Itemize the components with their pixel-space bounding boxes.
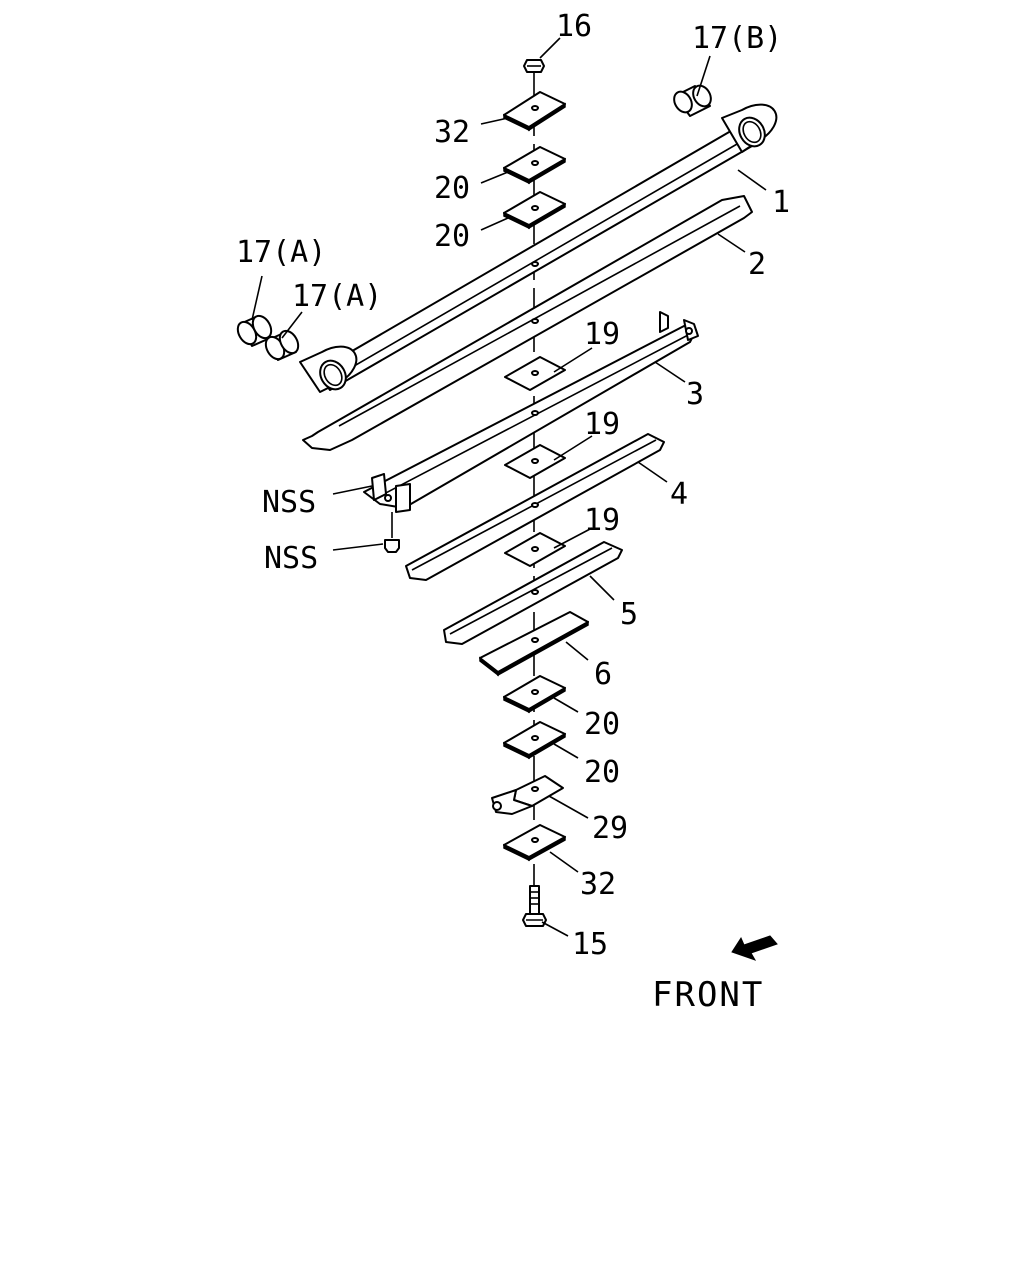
label-17a-2: 17(A) [292,279,382,314]
label-15: 15 [572,927,608,962]
label-nss-2: NSS [264,541,318,576]
leaf-5 [443,541,623,645]
pad-19-c [504,532,566,567]
label-17a-1: 17(A) [236,235,326,270]
label-32-bottom: 32 [580,867,616,902]
leaf-6 [479,611,589,677]
label-20-top-b: 20 [434,219,470,254]
main-leaf-1 [299,103,778,393]
bushing-17a-1 [236,314,273,347]
spacer-20-bottom-a [503,675,566,714]
spacer-20-bottom-b [503,721,566,760]
bushing-17a-2 [264,329,300,361]
label-20-bottom-b: 20 [584,755,620,790]
label-20-top-a: 20 [434,171,470,206]
label-1: 1 [772,185,790,220]
pad-19-b [504,444,566,479]
bolt-15 [522,885,547,927]
bracket-29 [491,775,564,815]
label-19-b: 19 [584,407,620,442]
label-nss-1: NSS [262,485,316,520]
label-3: 3 [686,377,704,412]
eye-left [299,345,358,393]
label-front: FRONT [652,975,764,1015]
pad-19-a [504,356,566,391]
spacer-20-top-b [503,191,566,230]
eye-right [721,103,778,153]
label-32-top: 32 [434,115,470,150]
label-6: 6 [594,657,612,692]
arrow-down-left-icon [731,935,778,961]
nss-bolt [384,512,400,553]
label-16: 16 [556,9,592,44]
plate-32-top [503,91,566,132]
label-4: 4 [670,477,688,512]
label-29: 29 [592,811,628,846]
label-5: 5 [620,597,638,632]
leader-lines [251,37,767,937]
label-19-a: 19 [584,317,620,352]
leaf-4 [405,433,665,581]
label-20-bottom-a: 20 [584,707,620,742]
plate-32-bottom [503,824,566,862]
label-17b: 17(B) [692,21,782,56]
bushing-17b [673,84,712,117]
label-19-c: 19 [584,503,620,538]
spacer-20-top-a [503,146,566,185]
nut-16 [523,59,545,73]
leaf-3 [363,311,699,513]
leaf-2 [302,195,753,451]
label-2: 2 [748,247,766,282]
